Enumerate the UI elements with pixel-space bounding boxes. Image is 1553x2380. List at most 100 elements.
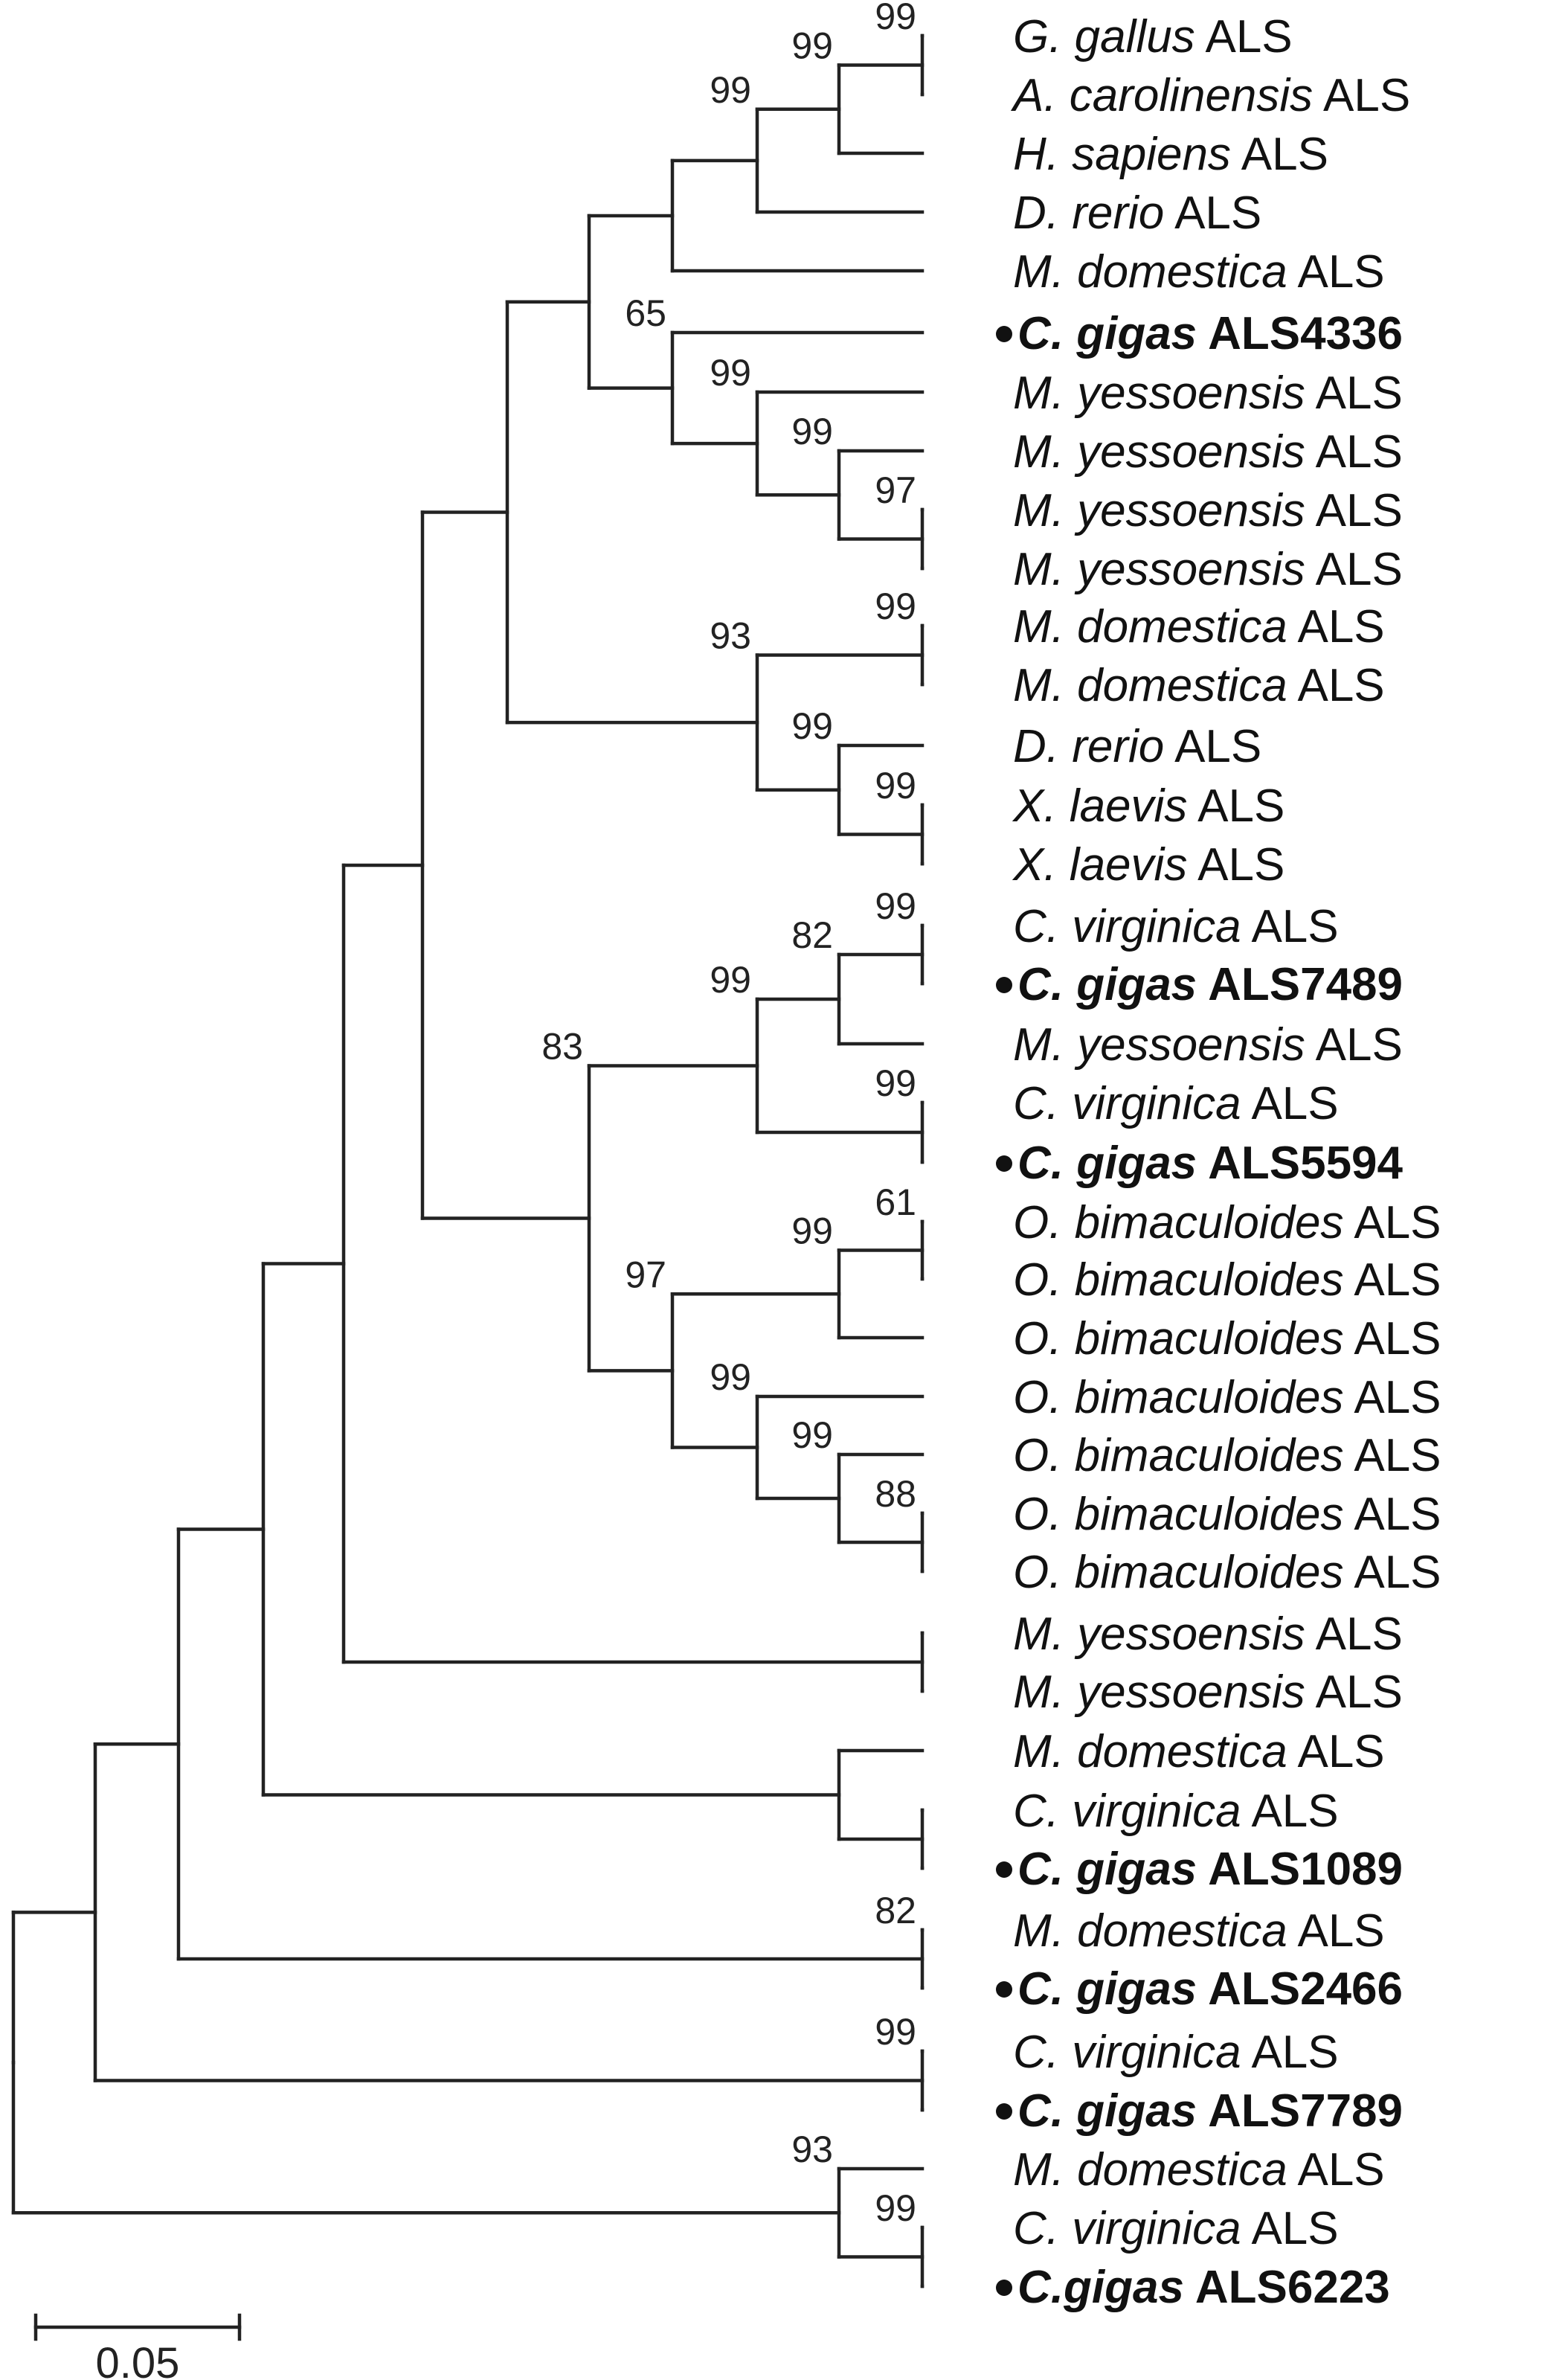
tip-label: C. virginica ALS <box>1013 1078 1339 1129</box>
tip-label: C. gigas ALS7789 <box>1017 2085 1403 2137</box>
scale-bar: 0.05 <box>33 2313 242 2380</box>
tip-species: C. virginica <box>1013 1078 1241 1129</box>
tip-suffix: ALS <box>1187 780 1284 832</box>
bootstrap-value: 99 <box>875 885 916 927</box>
tip-suffix: ALS <box>1241 1078 1339 1129</box>
tip-species: M. yessoensis <box>1013 544 1305 595</box>
tip-label: M. yessoensis ALS <box>1013 368 1403 419</box>
tip-suffix: ALS <box>1305 1667 1403 1718</box>
tip-species: D. rerio <box>1013 187 1164 239</box>
tip-species: C.gigas <box>1017 2262 1184 2313</box>
tip-label: O. bimaculoides ALS <box>1013 1254 1441 1306</box>
bootstrap-value: 97 <box>625 1254 666 1295</box>
highlight-marker-icon <box>996 326 1012 342</box>
tip-species: C. virginica <box>1013 2027 1241 2078</box>
tip-species: M. yessoensis <box>1013 1608 1305 1660</box>
tip-label: M. yessoensis ALS <box>1013 426 1403 478</box>
tip-label: C. gigas ALS7489 <box>1017 959 1403 1010</box>
tip-species: C. gigas <box>1017 308 1197 359</box>
tip-species: G. gallus <box>1013 11 1195 62</box>
bootstrap-value: 82 <box>875 1890 916 1931</box>
tip-label: C. virginica ALS <box>1013 901 1339 952</box>
tip-label: H. sapiens ALS <box>1013 129 1328 180</box>
tip-suffix: ALS <box>1287 246 1385 298</box>
highlight-marker-icon <box>996 977 1012 993</box>
tip-species: O. bimaculoides <box>1013 1313 1344 1364</box>
bootstrap-value: 99 <box>710 69 751 111</box>
bootstrap-value: 99 <box>791 1414 833 1456</box>
bootstrap-values: 9999999799996599999993998299996199889999… <box>541 0 916 2229</box>
tip-label: O. bimaculoides ALS <box>1013 1430 1441 1481</box>
tip-suffix: ALS <box>1305 1608 1403 1660</box>
tip-label: O. bimaculoides ALS <box>1013 1489 1441 1540</box>
tip-label: C. virginica ALS <box>1013 2027 1339 2078</box>
tree-branches <box>11 33 925 2288</box>
tip-species: O. bimaculoides <box>1013 1547 1344 1598</box>
tip-species: C. virginica <box>1013 1786 1241 1837</box>
tip-species: C. gigas <box>1017 1963 1197 2015</box>
bootstrap-value: 83 <box>541 1026 583 1068</box>
tip-suffix: ALS <box>1313 70 1410 121</box>
tip-suffix: ALS7489 <box>1197 959 1403 1010</box>
tip-suffix: ALS <box>1241 2027 1339 2078</box>
tip-suffix: ALS4336 <box>1197 308 1403 359</box>
tip-species: M. domestica <box>1013 246 1287 298</box>
bootstrap-value: 97 <box>875 469 916 511</box>
highlight-marker-icon <box>996 2280 1012 2296</box>
tip-label: M. yessoensis ALS <box>1013 1608 1403 1660</box>
tip-label: A. carolinensis ALS <box>1010 70 1410 121</box>
highlight-marker-icon <box>996 2103 1012 2120</box>
tip-suffix: ALS <box>1287 601 1385 652</box>
tip-suffix: ALS <box>1164 721 1261 772</box>
tip-label: M. domestica ALS <box>1013 1905 1385 1957</box>
tip-label: C. gigas ALS5594 <box>1017 1138 1404 1189</box>
tip-label: C. gigas ALS4336 <box>1017 308 1403 359</box>
tip-suffix: ALS <box>1344 1254 1441 1306</box>
tip-label: O. bimaculoides ALS <box>1013 1547 1441 1598</box>
tip-suffix: ALS <box>1305 426 1403 478</box>
tip-label: G. gallus ALS <box>1013 11 1293 62</box>
tip-species: M. yessoensis <box>1013 426 1305 478</box>
tip-suffix: ALS <box>1305 544 1403 595</box>
tip-species: M. domestica <box>1013 601 1287 652</box>
tip-suffix: ALS <box>1195 11 1293 62</box>
bootstrap-value: 99 <box>791 25 833 67</box>
tip-label: O. bimaculoides ALS <box>1013 1313 1441 1364</box>
bootstrap-value: 99 <box>875 2187 916 2229</box>
tip-label: M. domestica ALS <box>1013 2144 1385 2195</box>
tip-suffix: ALS <box>1344 1372 1441 1423</box>
tip-species: M. yessoensis <box>1013 1019 1305 1071</box>
tip-label: C. virginica ALS <box>1013 1786 1339 1837</box>
tip-species: O. bimaculoides <box>1013 1430 1344 1481</box>
tip-suffix: ALS <box>1344 1430 1441 1481</box>
tip-label: M. yessoensis ALS <box>1013 1667 1403 1718</box>
tip-suffix: ALS <box>1231 129 1328 180</box>
tip-species: O. bimaculoides <box>1013 1489 1344 1540</box>
bootstrap-value: 65 <box>625 292 666 334</box>
tip-label: C.gigas ALS6223 <box>1017 2262 1390 2313</box>
bootstrap-value: 99 <box>710 352 751 394</box>
scale-bar-label: 0.05 <box>96 2339 180 2380</box>
tip-species: O. bimaculoides <box>1013 1254 1344 1306</box>
bootstrap-value: 99 <box>710 1356 751 1398</box>
tip-species: M. yessoensis <box>1013 368 1305 419</box>
tip-species: C. virginica <box>1013 2203 1241 2254</box>
tip-suffix: ALS <box>1287 660 1385 711</box>
tip-label: X. laevis ALS <box>1012 780 1284 832</box>
tip-suffix: ALS <box>1305 1019 1403 1071</box>
tip-label: D. rerio ALS <box>1013 721 1261 772</box>
tip-species: M. domestica <box>1013 1726 1287 1777</box>
bootstrap-value: 93 <box>710 615 751 657</box>
tip-label: C. virginica ALS <box>1013 2203 1339 2254</box>
tip-suffix: ALS5594 <box>1197 1138 1403 1189</box>
highlight-marker-icon <box>996 1981 1012 1998</box>
tip-suffix: ALS <box>1241 1786 1339 1837</box>
tip-species: O. bimaculoides <box>1013 1197 1344 1248</box>
tip-label: M. domestica ALS <box>1013 246 1385 298</box>
tip-suffix: ALS <box>1344 1197 1441 1248</box>
tip-species: X. laevis <box>1012 839 1187 891</box>
tip-suffix: ALS7789 <box>1197 2085 1403 2137</box>
tip-suffix: ALS <box>1305 368 1403 419</box>
